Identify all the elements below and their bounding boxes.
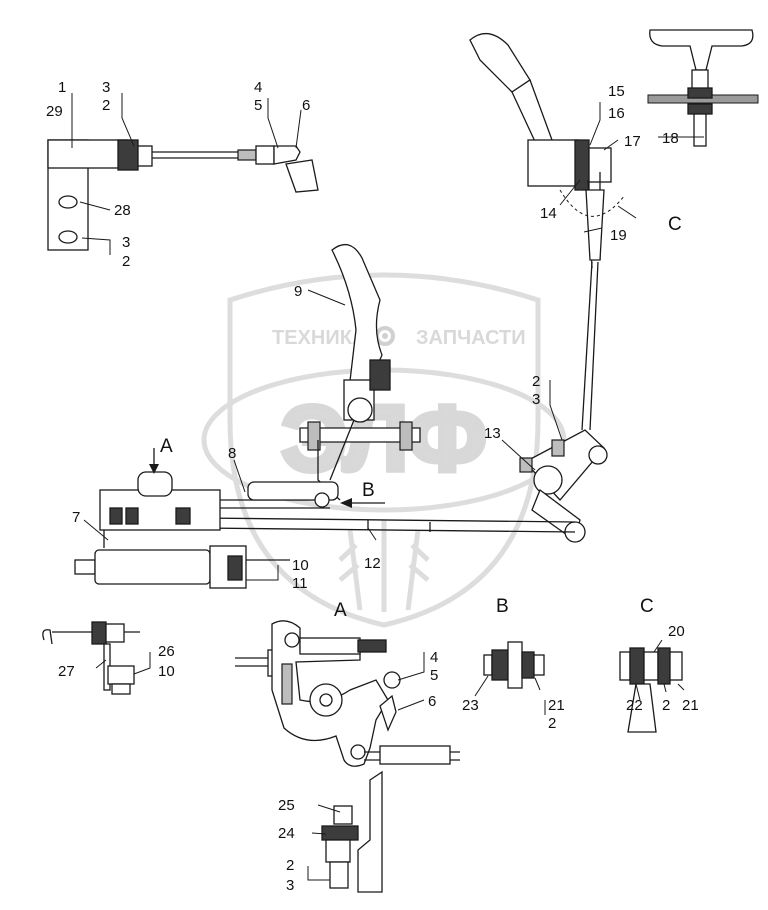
callout-5-top: 5: [254, 97, 262, 114]
callout-27: 27: [58, 663, 75, 680]
view-b-title: B: [496, 596, 509, 617]
callout-4-a: 4: [430, 649, 438, 666]
link-8: [247, 481, 339, 501]
switch-bracket-assembly: [42, 621, 140, 695]
callout-12: 12: [364, 555, 381, 572]
callout-17: 17: [624, 133, 641, 150]
watermark-wheat-icon: [338, 520, 430, 612]
leader-lines: [71, 93, 704, 881]
callout-29: 29: [46, 103, 63, 120]
cylinder-7: [94, 549, 211, 585]
callout-8: 8: [228, 445, 236, 462]
view-a-arrow-label: A: [160, 436, 173, 457]
callout-21-b: 21: [548, 697, 565, 714]
callout-4-top: 4: [254, 79, 262, 96]
t-handle: [649, 29, 754, 71]
lever-plate: [271, 620, 389, 767]
callout-2-bottom: 2: [286, 857, 294, 874]
watermark-text-right: ЗАПЧАСТИ: [416, 327, 526, 349]
lever-pivot-14: [527, 139, 579, 187]
cylinder-assembly: [74, 545, 290, 589]
callout-1: 1: [58, 79, 66, 96]
callout-3-mid: 3: [532, 391, 540, 408]
pedal-assembly: [299, 243, 421, 501]
rod-19: [585, 189, 605, 261]
lock-nut-29: [117, 139, 139, 171]
callout-6-top: 6: [302, 97, 310, 114]
t-handle-assembly: [647, 29, 759, 147]
bellcrank-assembly: [519, 429, 608, 543]
callout-2-mid: 2: [532, 373, 540, 390]
view-indicators: [149, 448, 385, 508]
callout-2-left: 2: [122, 253, 130, 270]
callout-25: 25: [278, 797, 295, 814]
callout-10-left: 10: [158, 663, 175, 680]
callout-15: 15: [608, 83, 625, 100]
view-b-detail: [483, 641, 545, 689]
cable-sleeve: [47, 139, 129, 169]
view-b-arrow-label: B: [362, 480, 375, 501]
callout-10-mid: 10: [292, 557, 309, 574]
callout-2-b: 2: [548, 715, 556, 732]
callout-9: 9: [294, 283, 302, 300]
callout-26: 26: [158, 643, 175, 660]
callout-14: 14: [540, 205, 557, 222]
cylinder-rod-a: [299, 637, 361, 655]
callout-3-bottom: 3: [286, 877, 294, 894]
view-c-title: C: [640, 596, 654, 617]
callout-24: 24: [278, 825, 295, 842]
view-c-detail: [619, 647, 683, 733]
view-a-detail: [235, 620, 460, 767]
callout-28: 28: [114, 202, 131, 219]
vertical-bracket: [357, 770, 383, 893]
watermark: ТЕХНИКА ЗАПЧАСТИ ЭЛФ: [201, 272, 567, 628]
callout-6-a: 6: [428, 693, 436, 710]
callout-2-c: 2: [662, 697, 670, 714]
gear-icon: [375, 326, 395, 346]
watermark-text-left: ТЕХНИКА: [272, 327, 366, 349]
callout-3-top: 3: [102, 79, 110, 96]
callout-3-left: 3: [122, 234, 130, 251]
callout-16: 16: [608, 105, 625, 122]
callout-11: 11: [292, 575, 308, 592]
cable-bracket-assembly: [47, 139, 319, 251]
callout-5-a: 5: [430, 667, 438, 684]
callout-2-top: 2: [102, 97, 110, 114]
view-labels: A B C A B C: [160, 214, 682, 621]
callout-23: 23: [462, 697, 479, 714]
callout-18: 18: [662, 130, 679, 147]
callout-21-c: 21: [682, 697, 699, 714]
gear-lever-assembly: [469, 33, 626, 431]
view-a-title: A: [334, 600, 347, 621]
callout-19: 19: [610, 227, 627, 244]
control-block-assembly: [99, 471, 221, 548]
bottom-bracket-assembly: [321, 770, 383, 893]
callout-22: 22: [626, 697, 643, 714]
callout-7: 7: [72, 509, 80, 526]
callout-20: 20: [668, 623, 685, 640]
callouts: 1 29 3 2 4 5 6 28 3 2 15 16 17 18 14 19 …: [46, 79, 699, 894]
lever-knob: [469, 33, 531, 93]
callout-13: 13: [484, 425, 501, 442]
view-c-circle-label: C: [668, 214, 682, 235]
lever-end-6: [285, 159, 319, 193]
